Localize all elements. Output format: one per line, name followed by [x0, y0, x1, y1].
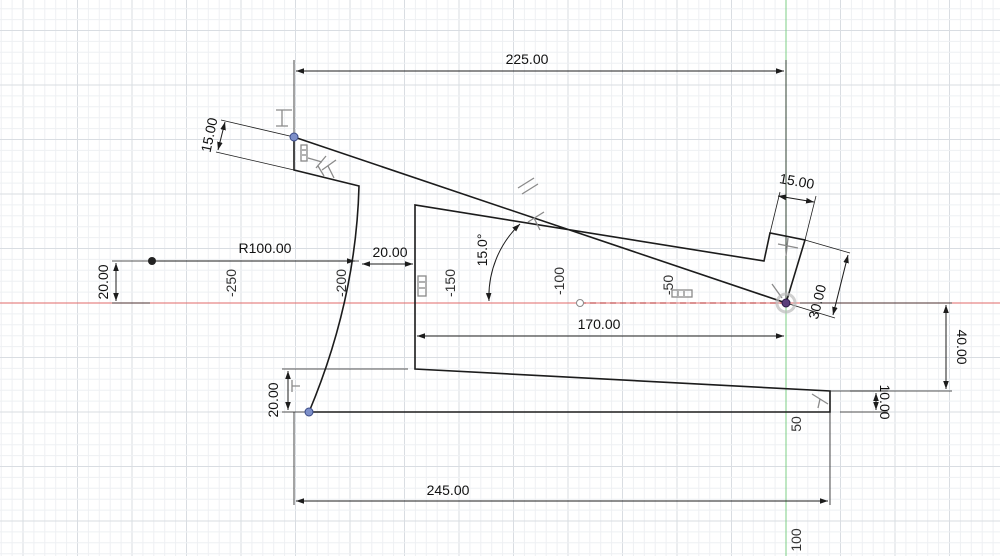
dimension-bottom-left-height[interactable]: 20.00: [265, 382, 281, 417]
dimension-inner-width[interactable]: 170.00: [578, 316, 621, 332]
dimension-bottom-right-height[interactable]: 10.00: [877, 384, 893, 419]
perpendicular-icon[interactable]: [321, 159, 337, 179]
fix-icon[interactable]: [291, 380, 300, 392]
dimension-top-right-thickness[interactable]: 15.00: [778, 170, 815, 192]
origin-highlight: [775, 292, 797, 314]
dimension-top-width[interactable]: 225.00: [506, 51, 549, 67]
perpendicular-icon[interactable]: [527, 211, 545, 231]
dimension-top-left-thickness[interactable]: 15.00: [198, 116, 221, 154]
sketch-profile[interactable]: [293, 136, 831, 413]
dimension-radius[interactable]: R100.00: [239, 240, 292, 256]
parallel-icon[interactable]: [517, 177, 539, 195]
sketch-point-top-left[interactable]: [289, 132, 299, 142]
axis-label-m100: -100: [551, 267, 567, 295]
axis-label-m150: -150: [442, 269, 458, 297]
dimension-lines: [113, 68, 949, 504]
sketch-point-construction[interactable]: [576, 299, 584, 307]
dimension-left-offset[interactable]: 20.00: [95, 264, 111, 299]
sketch-point-bottom-left[interactable]: [304, 407, 314, 417]
perpendicular-icon[interactable]: [307, 155, 327, 177]
fix-icon[interactable]: [276, 109, 292, 127]
dimension-bottom-width[interactable]: 245.00: [427, 482, 470, 498]
axis-label-p50: 50: [788, 416, 804, 432]
dimension-angle[interactable]: 15.0°: [474, 234, 490, 267]
dimension-right-height[interactable]: 40.00: [954, 329, 970, 364]
fix-icon[interactable]: [811, 393, 829, 409]
dimension-gap[interactable]: 20.00: [372, 244, 407, 260]
coincident-icon[interactable]: [671, 289, 693, 298]
axis-label-m200: -200: [333, 269, 349, 297]
axis-label-m50: -50: [660, 275, 676, 295]
axis-label-p100: 100: [788, 528, 804, 552]
sketch-point-origin[interactable]: [781, 298, 791, 308]
horizontal-icon[interactable]: [777, 237, 799, 257]
coincident-icon[interactable]: [300, 144, 308, 162]
sketch-point-arc-center[interactable]: [148, 257, 156, 265]
axis-label-m250: -250: [223, 269, 239, 297]
coincident-icon[interactable]: [417, 275, 427, 297]
